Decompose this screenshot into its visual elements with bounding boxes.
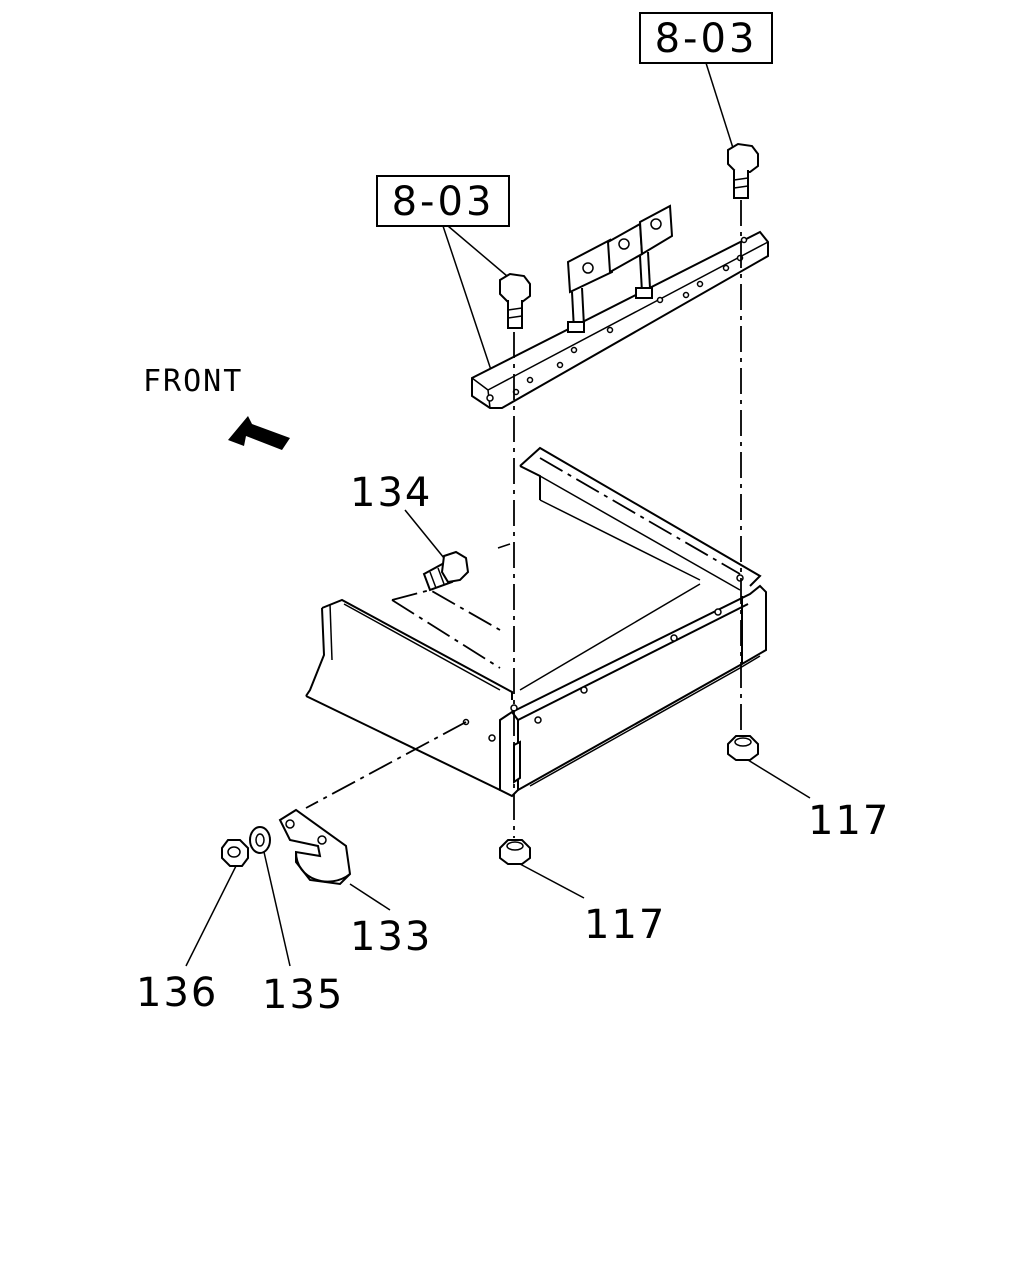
bolt-top-left: [499, 272, 531, 329]
leader-ref-top: [705, 62, 734, 149]
washer-135: [249, 826, 271, 854]
arrow-icon: [228, 416, 290, 450]
leader-ref-left-b: [442, 225, 492, 371]
centerline-hook: [305, 721, 467, 809]
leader-134: [404, 509, 445, 559]
nut-136: [221, 839, 249, 867]
ref-box-top[interactable]: 8-03: [639, 12, 773, 64]
leader-ref-left-a: [447, 225, 508, 277]
callout-136[interactable]: 136: [136, 970, 218, 1016]
ref-box-left[interactable]: 8-03: [376, 175, 510, 227]
leader-117-right: [747, 759, 811, 799]
leader-117-left: [519, 863, 585, 899]
front-label: FRONT: [143, 364, 243, 399]
leader-135: [263, 851, 291, 967]
bolt-134: [422, 550, 470, 592]
centerline-rail: [539, 457, 741, 575]
callout-117-left[interactable]: 117: [584, 902, 666, 948]
callout-134[interactable]: 134: [350, 470, 432, 516]
callout-135[interactable]: 135: [262, 972, 344, 1018]
tow-hook-133: [278, 808, 352, 886]
leader-136: [185, 865, 237, 967]
upper-bracket: [471, 204, 769, 409]
ref-box-left-label: 8-03: [392, 179, 495, 225]
callout-133[interactable]: 133: [350, 914, 432, 960]
callout-117-right[interactable]: 117: [808, 798, 890, 844]
centerline-bolt-134: [391, 589, 501, 669]
leader-133: [349, 883, 391, 911]
nut-117-right: [727, 735, 759, 761]
nut-117-left: [499, 839, 531, 865]
bolt-top-right: [727, 142, 759, 199]
ref-box-top-label: 8-03: [655, 16, 758, 62]
